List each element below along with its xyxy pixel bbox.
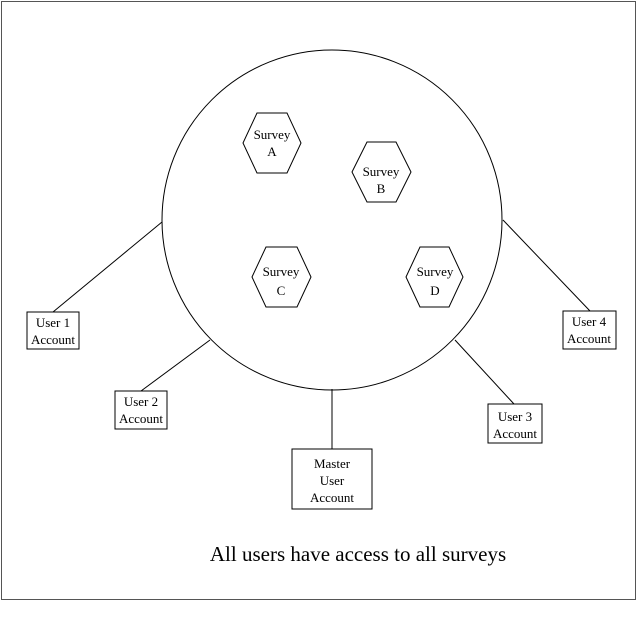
user-2-account: User 2 Account — [114, 390, 168, 430]
user-4-account-label-line1: User 4 — [572, 314, 607, 329]
master-user-account-box — [291, 448, 373, 510]
connector-user4 — [502, 219, 591, 312]
survey-c-label-line1: Survey — [263, 264, 300, 279]
master-user-account: Master User Account — [291, 448, 373, 510]
survey-b: Survey B — [351, 141, 412, 203]
user-1-account-box — [26, 311, 80, 350]
user-1-account-label-line2: Account — [31, 332, 75, 347]
diagram-caption: All users have access to all surveys — [210, 542, 506, 566]
survey-b-label-line1: Survey — [363, 164, 400, 179]
shared-survey-pool-circle — [161, 49, 503, 391]
master-user-account-label-line3: Account — [310, 490, 354, 505]
connector-user1 — [52, 221, 163, 313]
survey-a: Survey A — [242, 112, 302, 174]
survey-a-hexagon — [242, 112, 302, 174]
survey-a-label-line2: A — [267, 144, 277, 159]
user-2-account-label-line1: User 2 — [124, 394, 158, 409]
user-4-account-label-line2: Account — [567, 331, 611, 346]
user-1-account: User 1 Account — [26, 311, 80, 350]
diagram-frame — [1, 1, 636, 600]
survey-c-hexagon — [251, 246, 312, 308]
user-3-account: User 3 Account — [487, 403, 543, 444]
master-user-account-label-line2: User — [320, 473, 345, 488]
survey-d-label-line1: Survey — [417, 264, 454, 279]
user-4-account: User 4 Account — [562, 310, 617, 350]
survey-d: Survey D — [405, 246, 464, 308]
survey-b-hexagon — [351, 141, 412, 203]
survey-c-label-line2: C — [277, 283, 286, 298]
survey-d-label-line2: D — [430, 283, 439, 298]
user-4-account-box — [562, 310, 617, 350]
user-3-account-label-line2: Account — [493, 426, 537, 441]
survey-d-hexagon — [405, 246, 464, 308]
user-1-account-label-line1: User 1 — [36, 315, 70, 330]
survey-b-label-line2: B — [377, 181, 386, 196]
user-3-account-box — [487, 403, 543, 444]
survey-a-label-line1: Survey — [254, 127, 291, 142]
connector-user2 — [140, 339, 211, 392]
survey-c: Survey C — [251, 246, 312, 308]
master-user-account-label-line1: Master — [314, 456, 351, 471]
user-2-account-label-line2: Account — [119, 411, 163, 426]
user-2-account-box — [114, 390, 168, 430]
connector-user3 — [454, 339, 515, 405]
user-3-account-label-line1: User 3 — [498, 409, 532, 424]
